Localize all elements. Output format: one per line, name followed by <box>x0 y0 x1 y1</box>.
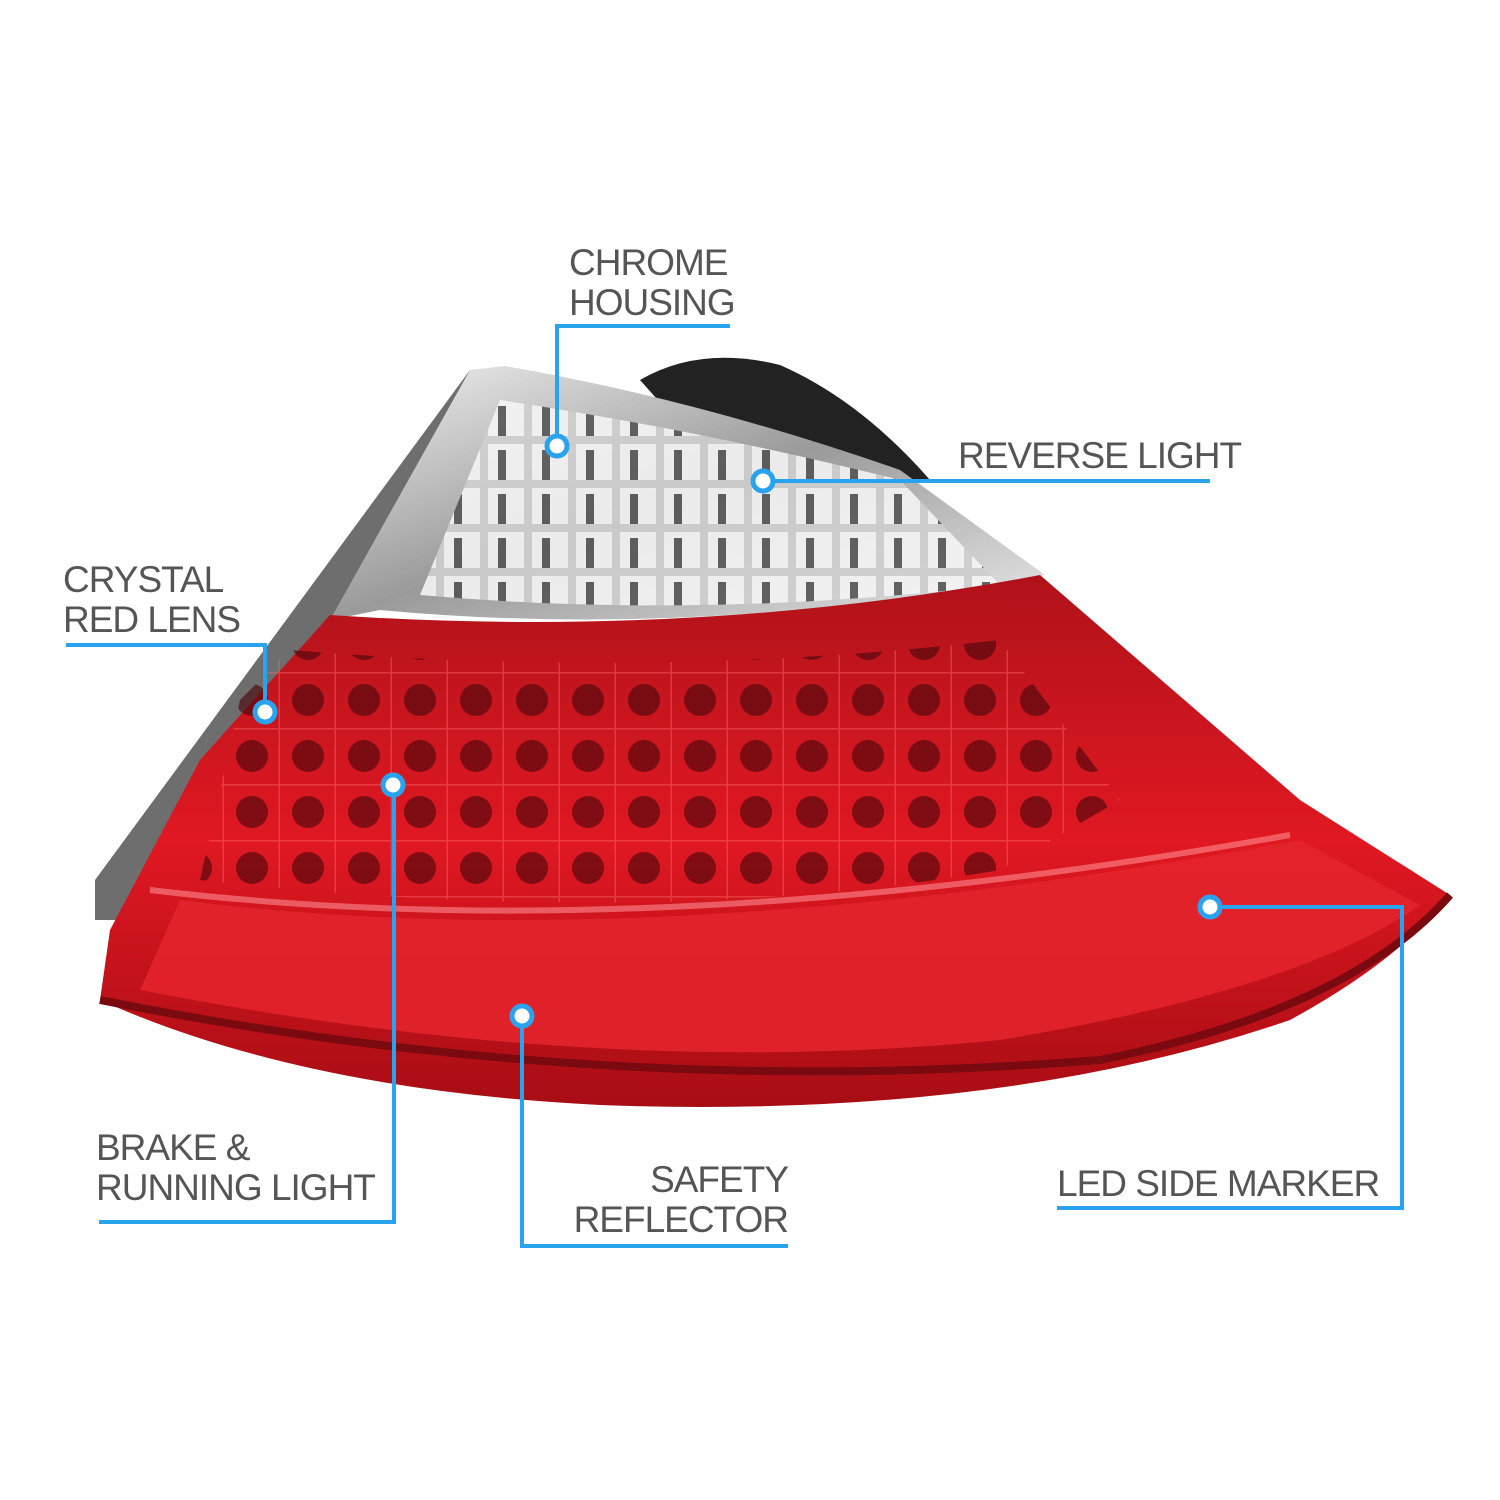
label-line: RED LENS <box>63 599 241 640</box>
brake-running-light-dot <box>380 772 406 798</box>
safety-reflector-leader <box>520 1016 788 1248</box>
label-line: LED SIDE MARKER <box>1057 1163 1380 1204</box>
label-line: CRYSTAL <box>63 559 224 600</box>
label-line: SAFETY <box>650 1159 789 1200</box>
safety-reflector-dot <box>509 1003 535 1029</box>
reverse-light-dot <box>750 468 776 494</box>
reflector-strip <box>140 840 1420 1053</box>
crystal-red-lens-leader <box>66 643 267 712</box>
led-side-marker-leader <box>1057 905 1404 1210</box>
led-side-marker-label: LED SIDE MARKER <box>1057 1163 1380 1204</box>
safety-reflector-label: SAFETY REFLECTOR <box>573 1159 789 1240</box>
brake-running-light-label: BRAKE & RUNNING LIGHT <box>96 1127 376 1208</box>
label-line: REFLECTOR <box>573 1199 789 1240</box>
label-line: REVERSE LIGHT <box>958 435 1242 476</box>
chrome-housing-dot <box>544 433 570 459</box>
label-line: BRAKE & <box>96 1127 250 1168</box>
led-side-marker-dot <box>1197 894 1223 920</box>
chrome-housing-leader <box>555 324 730 446</box>
led-cells <box>200 640 1120 903</box>
chrome-housing-label: CHROME HOUSING <box>569 242 736 323</box>
label-line: RUNNING LIGHT <box>96 1167 376 1208</box>
label-line: HOUSING <box>569 282 736 323</box>
crystal-red-lens-label: CRYSTAL RED LENS <box>63 559 241 640</box>
brake-running-light-leader <box>99 785 396 1224</box>
label-line: CHROME <box>569 242 728 283</box>
crystal-red-lens-dot <box>252 699 278 725</box>
reverse-light-label: REVERSE LIGHT <box>958 435 1242 476</box>
